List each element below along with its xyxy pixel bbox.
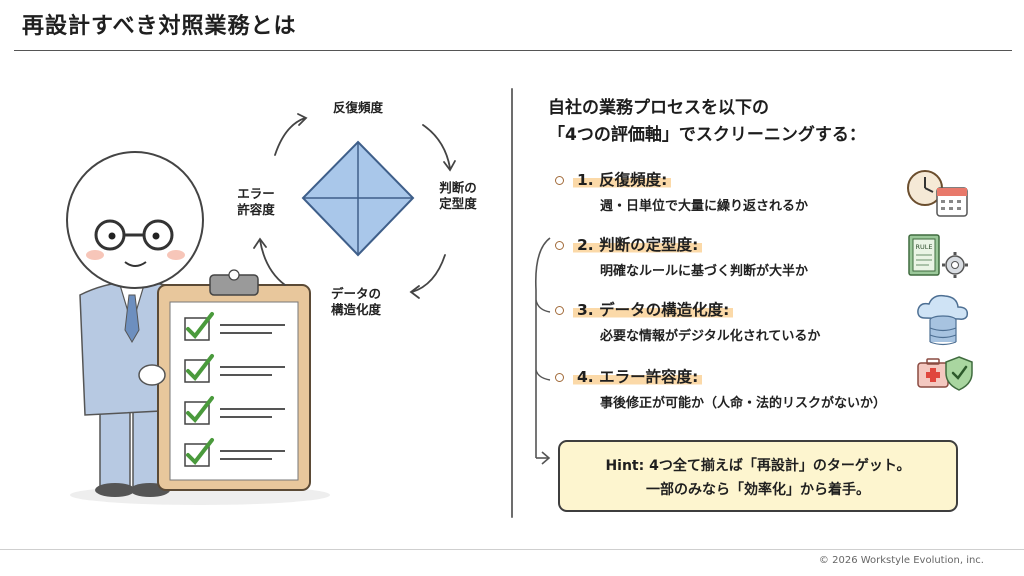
person-head (66, 151, 204, 289)
bullet-icon (555, 241, 564, 250)
checklist (184, 312, 285, 467)
hint-line-2: 一部のみなら「効率化」から着手。 (646, 482, 870, 498)
bullet-icon (555, 176, 564, 185)
bullet-icon (555, 373, 564, 382)
axis-label-judgment-text: 判断の 定型度 (439, 180, 477, 211)
hint-box: Hint: 4つ全て揃えば「再設計」のターゲット。 一部のみなら「効率化」から着… (558, 440, 958, 512)
intro-text: 自社の業務プロセスを以下の 「4つの評価軸」でスクリーニングする： (548, 95, 866, 149)
vertical-divider (511, 88, 513, 518)
hint-line-1: Hint: 4つ全て揃えば「再設計」のターゲット。 (605, 458, 911, 474)
criterion-heading: 2. 判断の定型度: (573, 233, 703, 255)
rulebook-gear-icon: RULE (908, 234, 968, 278)
intro-line-2: 「4つの評価軸」でスクリーニングする： (548, 125, 866, 145)
bullet-icon (555, 306, 564, 315)
axis-label-error-text: エラー 許容度 (237, 186, 275, 217)
axis-label-error: エラー 許容度 (228, 186, 284, 218)
flow-arrow (534, 237, 551, 465)
clock-calendar-icon (907, 170, 968, 217)
cycle-arrows (253, 113, 456, 299)
cloud-database-icon (917, 294, 969, 346)
evaluation-diamond (301, 140, 415, 257)
criterion-description: 事後修正が可能か（人命・法的リスクがないか） (600, 396, 887, 411)
footer-divider (0, 549, 1024, 550)
rule-label: RULE (915, 243, 932, 251)
firstaid-shield-icon (917, 356, 973, 391)
axis-label-data: データの 構造化度 (316, 286, 396, 318)
criterion-heading: 1. 反復頻度: (573, 168, 672, 190)
page-title: 再設計すべき対照業務とは (22, 14, 297, 39)
title-divider (14, 50, 1012, 51)
person-clipboard-illustration (66, 113, 456, 505)
criterion-heading: 4. エラー許容度: (573, 365, 703, 387)
criterion-heading: 3. データの構造化度: (573, 298, 734, 320)
axis-label-judgment: 判断の 定型度 (428, 180, 488, 212)
axis-label-repetition: 反復頻度 (332, 100, 383, 115)
criterion-description: 必要な情報がデジタル化されているか (600, 329, 821, 344)
copyright-footer: © 2026 Workstyle Evolution, inc. (818, 555, 984, 566)
intro-line-1: 自社の業務プロセスを以下の (548, 98, 769, 118)
criterion-description: 明確なルールに基づく判断が大半か (600, 264, 809, 279)
criterion-description: 週・日単位で大量に繰り返されるか (600, 199, 809, 214)
axis-label-data-text: データの 構造化度 (330, 286, 381, 317)
